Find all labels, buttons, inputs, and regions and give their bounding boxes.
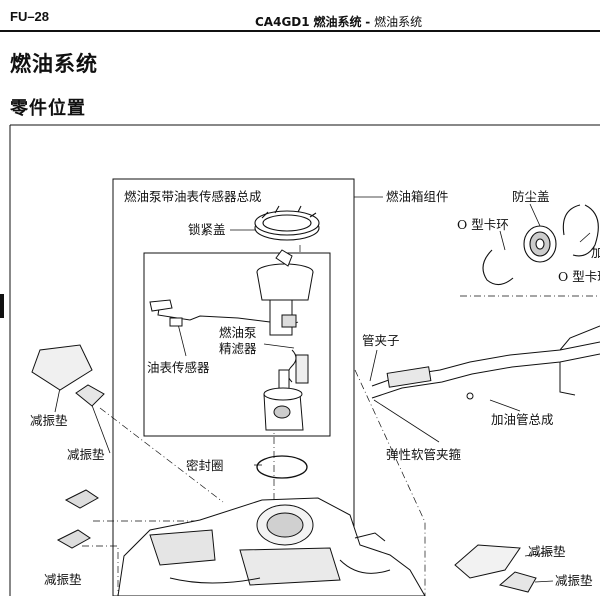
section-title: 燃油系统 (10, 52, 98, 76)
label-damper-3: 减振垫 (44, 572, 82, 587)
label-cut-right: 加 (591, 245, 600, 260)
label-damper-5: 减振垫 (555, 573, 593, 588)
label-gauge-sensor: 油表传感器 (147, 360, 210, 375)
page-edge-tab (0, 294, 4, 318)
pump-inner-box (143, 252, 331, 437)
label-hose-clamp: 弹性软管夹箍 (386, 447, 462, 462)
gauge-sensor-drawing (149, 299, 271, 327)
label-lock-cap: 锁紧盖 (188, 222, 226, 237)
label-damper-2: 减振垫 (67, 447, 105, 462)
header-chapter-bold: 燃油系统 (313, 15, 362, 29)
label-seal-ring: 密封圈 (186, 458, 224, 473)
label-damper-1: 减振垫 (30, 413, 68, 428)
diagram-frame (9, 124, 600, 596)
label-pump-assembly: 燃油泵带油表传感器总成 (124, 189, 262, 204)
filler-pipe-drawing (371, 325, 600, 400)
filler-seals-drawing (482, 204, 599, 286)
pump-assembly-box (112, 178, 355, 596)
page-code: FU–28 (10, 9, 50, 24)
label-damper-4: 减振垫 (528, 544, 566, 559)
fuel-tank-drawing (117, 497, 426, 596)
label-pipe-clamp: 管夹子 (362, 333, 400, 348)
label-fuel-pump: 燃油泵 (219, 325, 257, 340)
fuel-pump-drawing (256, 249, 314, 431)
label-fuel-tank-assembly: 燃油箱组件 (386, 189, 449, 204)
label-filler-pipe: 加油管总成 (491, 412, 554, 427)
damper-pads-drawing (31, 344, 537, 593)
running-header: CA4GD1 燃油系统 - 燃油系统 (255, 13, 422, 30)
label-filter: 精滤器 (219, 341, 257, 356)
header-model: CA4GD1 (255, 15, 310, 29)
header-rule (0, 30, 600, 32)
label-o-ring-left: O 型卡环 (457, 217, 509, 232)
header-chapter: 燃油系统 (374, 15, 423, 29)
lock-cap-drawing (254, 205, 320, 241)
seal-ring-drawing (256, 455, 308, 479)
label-dust-cover: 防尘盖 (512, 189, 550, 204)
header-separator: - (365, 15, 371, 29)
subsection-title: 零件位置 (10, 98, 86, 119)
label-o-ring-right: O 型卡环 (558, 269, 600, 284)
